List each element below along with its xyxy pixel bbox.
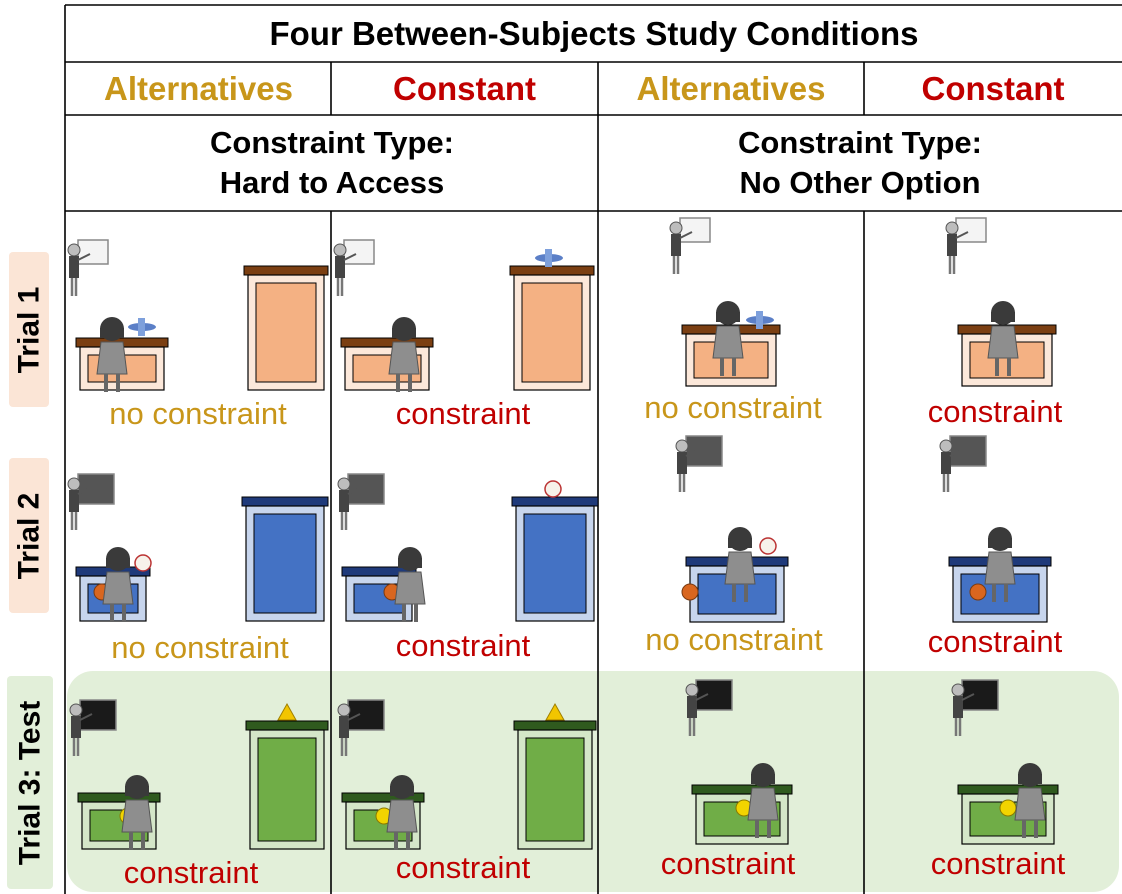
trial1-tall-desk: [509, 265, 595, 391]
teacher-at-board-icon: [337, 699, 385, 756]
child-icon: [394, 547, 426, 622]
baseball-icon: [759, 537, 777, 555]
child-icon: [724, 527, 756, 602]
condition-header-4: Constant: [921, 69, 1065, 107]
page-title: Four Between-Subjects Study Conditions: [269, 15, 919, 52]
trial3-tall-desk: [513, 720, 597, 850]
caption-trial3-col2: constraint: [395, 850, 531, 885]
caption-trial1-col4: constraint: [927, 394, 1063, 429]
basketball-icon: [969, 583, 987, 601]
caption-trial2-col3: no constraint: [645, 622, 823, 657]
yellow-ball-icon: [999, 799, 1017, 817]
trial1-tall-desk: [243, 265, 329, 391]
trial2-tall-desk: [511, 496, 599, 622]
trial-2-label: Trial 2: [9, 458, 49, 613]
caption-trial1-col3: no constraint: [644, 390, 822, 425]
teacher-at-board-icon: [669, 217, 711, 274]
condition-header-3: Alternatives: [636, 69, 826, 107]
child-icon: [987, 301, 1019, 376]
constraint-type-label: Constraint Type:: [210, 125, 454, 160]
test-trial-background: [67, 671, 1119, 892]
child-icon: [1014, 763, 1046, 838]
caption-trial2-col2: constraint: [395, 628, 531, 663]
teacher-at-board-icon: [67, 473, 115, 530]
caption-trial2-col4: constraint: [927, 624, 1063, 659]
caption-trial1-col1: no constraint: [109, 396, 287, 431]
trial-3-label: Trial 3: Test: [7, 676, 53, 889]
cone-icon: [277, 702, 297, 721]
teacher-at-board-icon: [69, 699, 117, 756]
trial-1-label: Trial 1: [9, 252, 49, 407]
caption-trial1-col2: constraint: [395, 396, 531, 431]
caption-trial3-col1: constraint: [123, 855, 259, 890]
constraint-type-hard-to-access: Constraint Type: Hard to Access: [66, 115, 598, 211]
teacher-at-board-icon: [685, 679, 733, 736]
toy-plane-icon: [535, 249, 563, 267]
teacher-at-board-icon: [67, 239, 109, 296]
baseball-icon: [134, 554, 152, 572]
constraint-type-value: No Other Option: [739, 165, 981, 200]
child-icon: [388, 317, 420, 392]
constraint-type-value: Hard to Access: [219, 165, 445, 200]
trial2-tall-desk: [241, 496, 329, 622]
teacher-at-board-icon: [945, 217, 987, 274]
baseball-icon: [544, 480, 562, 498]
trial3-tall-desk: [245, 720, 329, 850]
child-icon: [386, 775, 418, 850]
teacher-at-board-icon: [337, 473, 385, 530]
toy-plane-icon: [128, 318, 156, 336]
teacher-at-board-icon: [939, 435, 987, 492]
condition-header-2: Constant: [393, 69, 536, 107]
constraint-type-no-other-option: Constraint Type: No Other Option: [598, 115, 1122, 211]
constraint-type-label: Constraint Type:: [738, 125, 982, 160]
teacher-at-board-icon: [951, 679, 999, 736]
trial1-low-desk: [340, 337, 434, 391]
teacher-at-board-icon: [675, 435, 723, 492]
caption-trial3-col3: constraint: [660, 846, 796, 881]
basketball-icon: [681, 583, 699, 601]
child-icon: [96, 317, 128, 392]
child-icon: [984, 527, 1016, 602]
child-icon: [121, 775, 153, 850]
condition-header-1: Alternatives: [104, 69, 293, 107]
caption-trial3-col4: constraint: [930, 846, 1066, 881]
teacher-at-board-icon: [333, 239, 375, 296]
toy-plane-icon: [746, 311, 774, 329]
child-icon: [747, 763, 779, 838]
child-icon: [712, 301, 744, 376]
child-icon: [102, 547, 134, 622]
cone-icon: [545, 702, 565, 721]
caption-trial2-col1: no constraint: [111, 630, 289, 665]
